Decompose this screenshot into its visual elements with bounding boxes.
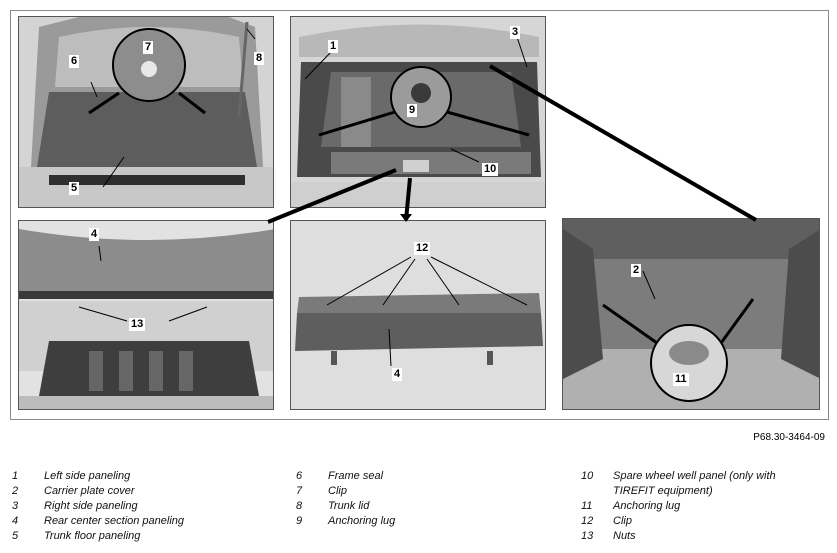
- legend-label: Trunk lid: [328, 500, 370, 512]
- legend-item: 3 Right side paneling: [12, 499, 282, 514]
- legend-item: 13 Nuts: [581, 529, 831, 544]
- callout-10: 10: [482, 163, 499, 176]
- legend-item: 10 Spare wheel well panel (only with: [581, 469, 831, 484]
- legend-item: 11 Anchoring lug: [581, 499, 831, 514]
- legend-label: Trunk floor paneling: [44, 530, 141, 542]
- legend-label: Carrier plate cover: [44, 485, 135, 497]
- callout-9: 9: [407, 104, 418, 117]
- photo-rear-center-part: [290, 220, 546, 410]
- legend-item: 9 Anchoring lug: [296, 514, 556, 529]
- legend-label: Anchoring lug: [613, 500, 681, 512]
- legend-label: Clip: [613, 515, 632, 527]
- legend-label-continued: TIREFIT equipment): [613, 485, 713, 497]
- legend-label: Anchoring lug: [328, 515, 396, 527]
- legend-column-3: 10 Spare wheel well panel (only with TIRE…: [581, 469, 831, 544]
- legend-item: 12 Clip: [581, 514, 831, 529]
- callout-6: 6: [69, 55, 80, 68]
- legend-number: 8: [296, 500, 303, 512]
- legend-number: 13: [581, 530, 594, 542]
- legend-label: Spare wheel well panel (only with: [613, 470, 776, 482]
- legend-number: 11: [581, 500, 593, 512]
- legend-number: 2: [12, 485, 19, 497]
- photo-rear-center-installed: [18, 220, 274, 410]
- legend-label: Clip: [328, 485, 347, 497]
- legend-label: Rear center section paneling: [44, 515, 185, 527]
- callout-4-part: 4: [392, 368, 403, 381]
- legend-label: Right side paneling: [44, 500, 138, 512]
- callout-5: 5: [69, 182, 80, 195]
- legend-column-2: 6 Frame seal 7 Clip 8 Trunk lid 9 Anchoring …: [296, 469, 556, 529]
- legend-label: Left side paneling: [44, 470, 131, 482]
- legend-item: 6 Frame seal: [296, 469, 556, 484]
- legend-number: 9: [296, 515, 303, 527]
- legend-item: 5 Trunk floor paneling: [12, 529, 282, 544]
- legend-item: 4 Rear center section paneling: [12, 514, 282, 529]
- legend-number: 5: [12, 530, 19, 542]
- figure-reference: P68.30-3464-09: [753, 432, 825, 443]
- legend-number: 1: [12, 470, 19, 482]
- legend-item: 2 Carrier plate cover: [12, 484, 282, 499]
- callout-2: 2: [631, 264, 642, 277]
- callout-4-installed: 4: [89, 228, 100, 241]
- legend-item: 1 Left side paneling: [12, 469, 282, 484]
- photo-carrier-plate: [562, 218, 820, 410]
- legend-column-1: 1 Left side paneling 2 Carrier plate cover…: [12, 469, 282, 544]
- legend-label: Frame seal: [328, 470, 384, 482]
- legend-number: 10: [581, 470, 594, 482]
- callout-12: 12: [414, 242, 431, 255]
- callout-7: 7: [143, 41, 154, 54]
- callout-8: 8: [254, 52, 265, 65]
- legend-item-continued: TIREFIT equipment): [581, 484, 831, 499]
- callout-3: 3: [510, 26, 521, 39]
- legend-item: 7 Clip: [296, 484, 556, 499]
- legend-number: 7: [296, 485, 303, 497]
- callout-1: 1: [328, 40, 339, 53]
- legend-number: 6: [296, 470, 303, 482]
- legend-item: 8 Trunk lid: [296, 499, 556, 514]
- callout-13: 13: [129, 318, 146, 331]
- legend-number: 4: [12, 515, 19, 527]
- legend-number: 12: [581, 515, 594, 527]
- legend-number: 3: [12, 500, 19, 512]
- callout-11: 11: [673, 373, 689, 386]
- legend-label: Nuts: [613, 530, 636, 542]
